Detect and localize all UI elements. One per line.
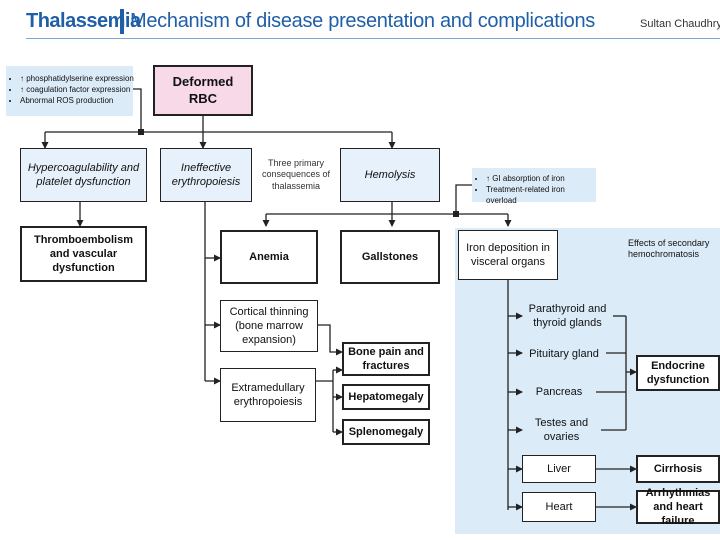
hemolysis-box: Hemolysis xyxy=(340,148,440,202)
anemia-box: Anemia xyxy=(220,230,318,284)
bone-pain-box: Bone pain and fractures xyxy=(342,342,430,376)
parathyroid-box: Parathyroid and thyroid glands xyxy=(528,302,607,329)
page-subtitle: Mechanism of disease presentation and co… xyxy=(130,10,595,32)
pancreas-box: Pancreas xyxy=(535,385,583,398)
thromboembolism-box: Thromboembolism and vascular dysfunction xyxy=(20,226,147,282)
note-item: Treatment-related iron overload xyxy=(486,185,596,207)
secondary-hemochromatosis-label: Effects of secondary hemochromatosis xyxy=(628,238,710,260)
note-item: Abnormal ROS production xyxy=(20,96,134,107)
gallstones-box: Gallstones xyxy=(340,230,440,284)
hypercoagulability-box: Hypercoagulability and platelet dysfunct… xyxy=(20,148,147,202)
page-title: Thalassemia xyxy=(26,10,141,32)
iron-notes-panel xyxy=(472,168,596,202)
pituitary-box: Pituitary gland xyxy=(529,347,599,360)
testes-ovaries-box: Testes and ovaries xyxy=(534,416,589,443)
endocrine-dysfunction-box: Endocrine dysfunction xyxy=(636,355,720,391)
rbc-surface-notes: ↑ phosphatidylserine expression ↑ coagul… xyxy=(10,74,134,106)
cirrhosis-box: Cirrhosis xyxy=(636,455,720,483)
note-item: ↑ coagulation factor expression xyxy=(20,85,134,96)
header: Thalassemia Mechanism of disease present… xyxy=(0,0,720,44)
note-item: ↑ phosphatidylserine expression xyxy=(20,74,134,85)
note-item: ↑ GI absorption of iron xyxy=(486,174,596,185)
iron-deposition-box: Iron deposition in visceral organs xyxy=(458,230,558,280)
hepatomegaly-box: Hepatomegaly xyxy=(342,384,430,410)
iron-notes: ↑ GI absorption of iron Treatment-relate… xyxy=(476,174,596,206)
author-name: Sultan Chaudhry xyxy=(640,18,720,30)
extramedullary-box: Extramedullary erythropoiesis xyxy=(220,368,316,422)
splenomegaly-box: Splenomegaly xyxy=(342,419,430,445)
header-rule xyxy=(26,38,720,39)
deformed-rbc-box: Deformed RBC xyxy=(153,65,253,116)
ineffective-erythropoiesis-box: Ineffective erythropoiesis xyxy=(160,148,252,202)
arrhythmias-box: Arrhythmias and heart failure xyxy=(636,487,720,527)
title-divider xyxy=(120,9,124,34)
cortical-thinning-box: Cortical thinning (bone marrow expansion… xyxy=(220,300,318,352)
liver-box: Liver xyxy=(522,455,596,483)
three-primary-label: Three primary consequences of thalassemi… xyxy=(261,158,331,191)
heart-box: Heart xyxy=(522,492,596,522)
rbc-notes-panel xyxy=(6,66,133,116)
